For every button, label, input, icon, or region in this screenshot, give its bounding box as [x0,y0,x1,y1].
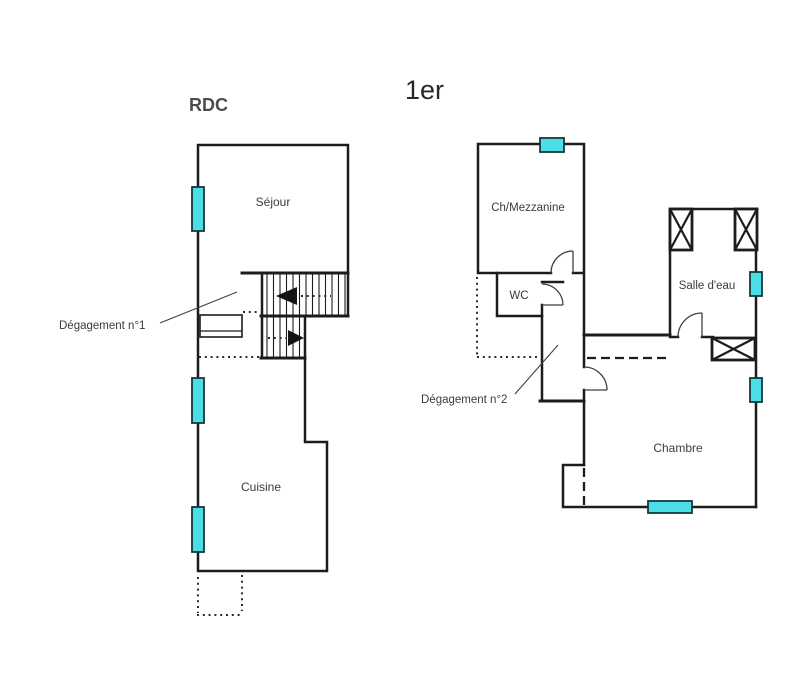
room-label-sejour: Séjour [256,195,291,209]
door-salle-eau-arc [677,312,703,338]
entrance-steps-dotted [197,575,243,616]
door-salle-eau [677,312,703,338]
room-label-salle-eau: Salle d'eau [679,280,736,292]
wc-walls [495,271,565,318]
premier-dotted-outline [476,277,540,358]
room-label-degagement1: Dégagement n°1 [59,320,145,332]
crossed-box-right [733,207,759,252]
window-chambre-bottom [647,500,693,514]
crossed-box-left [668,207,694,252]
floor-plan-1er: 1er [405,75,763,514]
crossed-box-bottom-x-icon [711,337,756,361]
window-degagement1 [191,377,205,424]
leader-line-degagement2 [514,344,559,395]
crossed-box-bottom [710,336,757,362]
floor-title-1er: 1er [405,75,444,105]
stair-arrow-up-icon [276,287,297,305]
crossed-box-right-x-icon [734,208,758,251]
room-label-cuisine: Cuisine [241,480,281,494]
stair-treads-upper [266,274,346,315]
room-label-mezzanine: Ch/Mezzanine [491,202,565,214]
room-label-wc: WC [509,290,528,302]
crossed-box-left-x-icon [669,208,693,251]
door-wc [541,283,564,306]
counter-outline [199,314,243,338]
mezzanine-walls [476,142,586,369]
door-wc-arc [541,283,564,306]
counter-rdc [199,314,243,338]
room-label-degagement2: Dégagement n°2 [421,394,507,406]
stair-arrow-down-icon [288,330,304,346]
floor-plan-rdc: RDC Séjour [59,95,350,616]
door-chambre [583,366,608,391]
staircase-rdc [240,271,350,360]
floor-title-rdc: RDC [189,95,228,115]
window-salle-eau [749,271,763,297]
window-sejour [191,186,205,232]
door-chambre-arc [583,366,608,391]
door-mezzanine [550,250,574,274]
leader-line-degagement1 [159,291,238,324]
rdc-outer-walls [196,143,350,573]
window-chambre-right [749,377,763,403]
door-mezzanine-arc [550,250,574,274]
window-cuisine [191,506,205,553]
room-label-chambre: Chambre [653,441,703,455]
window-mezzanine [539,137,565,153]
